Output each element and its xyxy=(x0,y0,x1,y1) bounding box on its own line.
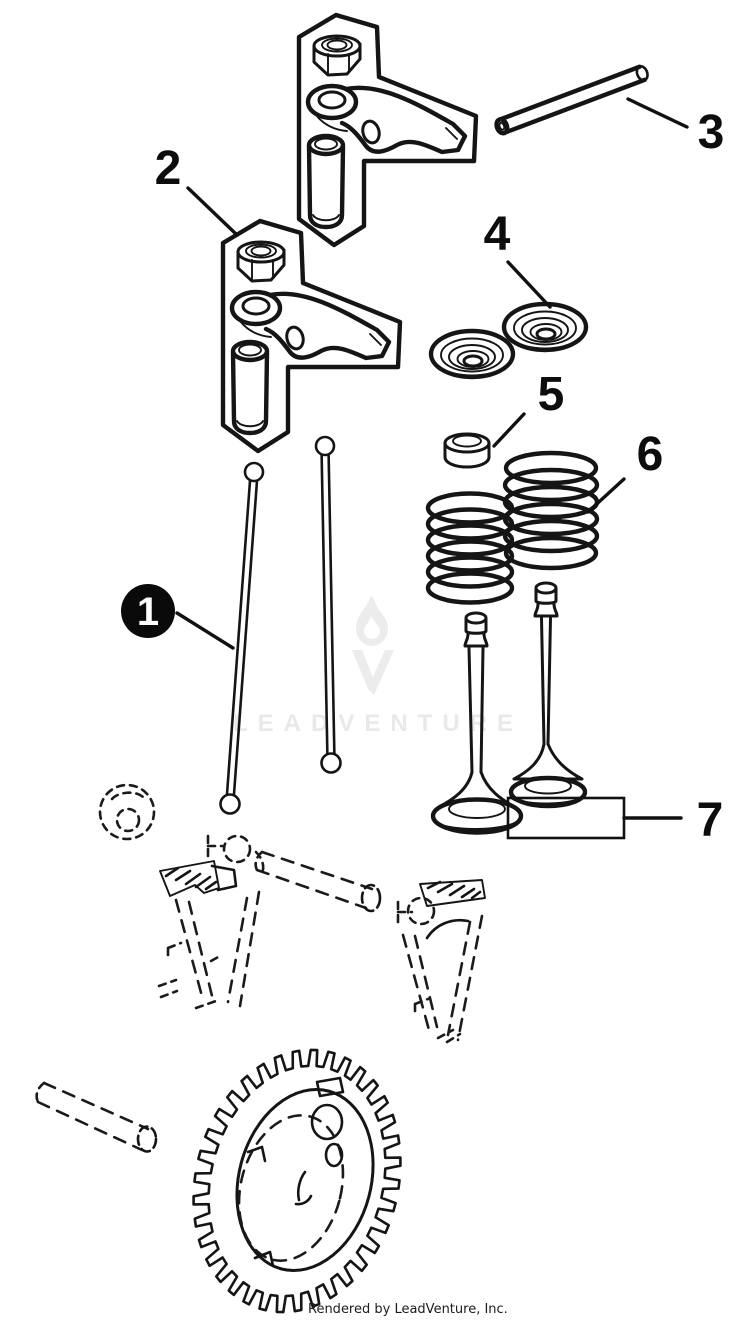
callout-6: 6 xyxy=(586,428,664,514)
watermark-text: LEADVENTURE xyxy=(233,710,523,737)
rocker-shaft xyxy=(494,64,649,136)
rocker-arm-assembly-lower xyxy=(223,221,400,451)
valve-right xyxy=(508,581,588,809)
callout-7: 7 xyxy=(506,794,724,847)
tappet-circle-phantom xyxy=(98,783,156,841)
callout-4: 4 xyxy=(484,208,552,309)
valve-stem-cap xyxy=(443,432,491,469)
rocker-arm-assembly-upper xyxy=(299,15,476,245)
valve-spring-right xyxy=(502,450,600,571)
push-rod-right xyxy=(314,435,342,774)
callout-1-badge xyxy=(121,584,175,638)
callout-2-label: 2 xyxy=(155,142,182,195)
spring-retainer-right xyxy=(504,304,586,350)
callout-5: 5 xyxy=(492,368,565,448)
render-credit: Rendered by LeadVenture, Inc. xyxy=(308,1302,508,1317)
lifter-tower-right-phantom xyxy=(396,879,486,1044)
callout-1: 1 xyxy=(121,584,235,650)
lv-monogram-icon xyxy=(352,650,394,695)
spring-retainer-left xyxy=(431,331,513,377)
callout-3: 3 xyxy=(626,97,725,159)
callout-6-label: 6 xyxy=(637,428,664,481)
callout-3-label: 3 xyxy=(698,106,725,159)
callout-2: 2 xyxy=(155,142,238,236)
valve-spring-left xyxy=(425,491,515,605)
push-rod-left xyxy=(219,461,265,815)
lifter-tower-left-phantom xyxy=(157,834,265,1010)
cam-gear xyxy=(192,1048,402,1314)
callout-4-label: 4 xyxy=(484,208,511,261)
rocker-shaft-tube-phantom xyxy=(254,850,382,913)
callout-1-label: 1 xyxy=(137,590,159,634)
cam-tube-phantom xyxy=(35,1081,158,1153)
valve-left xyxy=(430,611,524,835)
flame-icon xyxy=(356,595,388,646)
leadventure-watermark: LEADVENTURE xyxy=(233,595,523,737)
callout-7-label: 7 xyxy=(697,794,724,847)
callout-5-label: 5 xyxy=(538,368,565,421)
